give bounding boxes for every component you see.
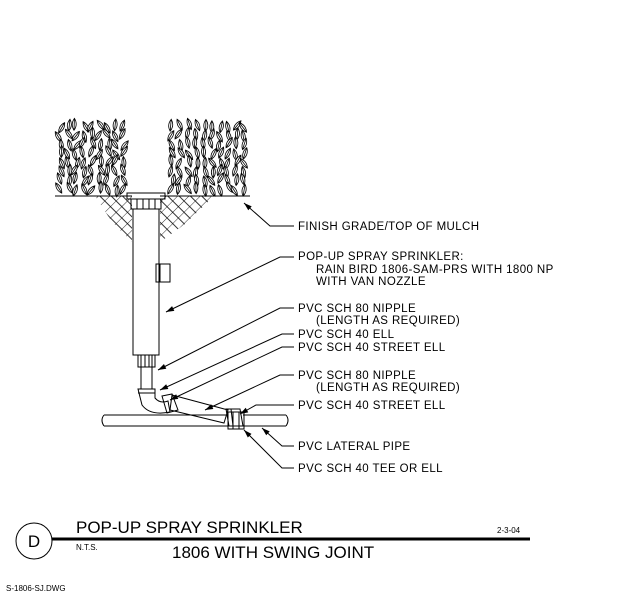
file-name: S-1806-SJ.DWG	[6, 584, 66, 593]
callout-length-bottom: (LENGTH AS REQUIRED)	[316, 382, 460, 394]
title-block: D POP-UP SPRAY SPRINKLER 1806 WITH SWING…	[15, 518, 530, 562]
callout-sch80-nipple-bottom: PVC SCH 80 NIPPLE	[298, 370, 416, 382]
callout-length-top: (LENGTH AS REQUIRED)	[316, 315, 460, 327]
detail-letter: D	[28, 532, 40, 551]
detail-circle	[15, 522, 53, 560]
shrub-planting	[54, 117, 248, 198]
callout-leaders	[157, 202, 294, 469]
callout-finish-grade: FINISH GRADE/TOP OF MULCH	[298, 221, 479, 233]
lateral-pipe	[101, 411, 289, 430]
callout-sch40-ell: PVC SCH 40 ELL	[298, 329, 395, 341]
callout-van-nozzle: WITH VAN NOZZLE	[316, 276, 426, 288]
callout-popup-spray: POP-UP SPRAY SPRINKLER:	[298, 251, 464, 263]
soil-hatch-right	[160, 196, 214, 242]
date-note: 2-3-04	[497, 526, 521, 535]
callout-rain-bird-model: RAIN BIRD 1806-SAM-PRS WITH 1800 NP	[316, 264, 554, 276]
scale-note: N.T.S.	[76, 543, 98, 552]
soil-hatch	[95, 196, 132, 242]
detail-title: POP-UP SPRAY SPRINKLER	[76, 518, 303, 537]
callout-street-ell-top: PVC SCH 40 STREET ELL	[298, 342, 446, 354]
callout-sch80-nipple-top: PVC SCH 80 NIPPLE	[298, 303, 416, 315]
callout-labels: FINISH GRADE/TOP OF MULCH POP-UP SPRAY S…	[298, 221, 554, 475]
callout-street-ell-bottom: PVC SCH 40 STREET ELL	[298, 400, 446, 412]
detail-subtitle: 1806 WITH SWING JOINT	[172, 543, 374, 562]
callout-tee-or-ell: PVC SCH 40 TEE OR ELL	[298, 463, 443, 475]
callout-lateral-pipe: PVC LATERAL PIPE	[298, 441, 411, 453]
